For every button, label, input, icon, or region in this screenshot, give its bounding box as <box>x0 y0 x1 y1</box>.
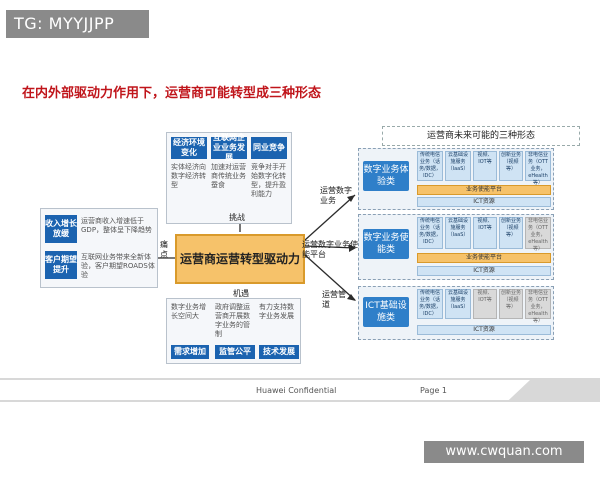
arrow-label-3: 运营管道 <box>322 290 346 309</box>
arrow-line-2 <box>304 245 356 249</box>
bar-ict-resource: ICT资源 <box>417 266 551 276</box>
challenge-text-2: 加速对运营商传统业务蚕食 <box>211 163 246 189</box>
cell-non-telecom: 非电信业务（OTT业务，eHealth等） <box>525 217 551 252</box>
group-infrastructure-label: ICT基础设施类 <box>363 297 409 327</box>
cell-innovation: 创新业务（视频等） <box>499 151 523 181</box>
pain-label: 痛点 <box>160 240 168 259</box>
arrow-label-1: 运营数字业务 <box>320 186 352 205</box>
cell-innovation: 创新业务（视频等） <box>499 289 523 319</box>
opportunity-text-2: 政府调整运营商开展数字业务的管制 <box>215 303 250 338</box>
core-driver: 运营商运营转型驱动力 <box>175 234 305 284</box>
bar-enable-platform: 业务使能平台 <box>417 185 551 195</box>
pain-tab-2: 客户期望提升 <box>45 251 77 279</box>
arrowhead-1 <box>347 195 355 202</box>
bar-enable-platform: 业务使能平台 <box>417 253 551 263</box>
tag-badge: TG: MYYJJPP <box>6 10 149 38</box>
arrow-label-2: 运营数字业务使能平台 <box>302 240 358 259</box>
opportunity-text-1: 数字业务增长空间大 <box>171 303 206 320</box>
challenge-box: 经济环境变化 互联网企业业务发展 同业竞争 实体经济向数字经济转型 加速对运营商… <box>166 132 292 224</box>
bar-ict-resource: ICT资源 <box>417 325 551 335</box>
cell-cloud: 云基础设施服务（IaaS） <box>445 289 471 319</box>
cell-telecom: 传统电信业务（话务/数据，IDC） <box>417 289 443 319</box>
arrowhead-3 <box>347 294 356 301</box>
arrow-line-3 <box>304 254 356 301</box>
challenge-label: 挑战 <box>229 213 245 222</box>
arrow-line-1 <box>304 194 356 241</box>
group-experience-label: 数字业务体验类 <box>363 161 409 191</box>
opportunity-label: 机遇 <box>233 289 249 298</box>
challenge-tab-3: 同业竞争 <box>251 137 287 159</box>
pain-tab-1: 收入增长放缓 <box>45 215 77 243</box>
arrowhead-2 <box>349 244 356 252</box>
pain-text-1: 运营商收入增速低于GDP，整体呈下降趋势 <box>81 217 153 234</box>
bar-ict-resource: ICT资源 <box>417 197 551 207</box>
challenge-text-3: 竞争对手开始数字化转型，提升盈利能力 <box>251 163 286 198</box>
opportunity-box: 数字业务增长空间大 政府调整运营商开展数字业务的管制 有力支持数字业务发展 需求… <box>166 298 301 364</box>
cell-innovation: 创新业务（视频等） <box>499 217 523 249</box>
cell-video-iot: 视频、IOT等 <box>473 289 497 319</box>
cell-telecom: 传统电信业务（话务/数据，IDC） <box>417 217 443 249</box>
opportunity-tab-1: 需求增加 <box>171 345 209 359</box>
footer-page: Page 1 <box>420 386 447 395</box>
pain-box: 收入增长放缓 客户期望提升 运营商收入增速低于GDP，整体呈下降趋势 互联网业务… <box>40 208 158 288</box>
opportunity-tab-3: 技术发展 <box>259 345 299 359</box>
challenge-text-1: 实体经济向数字经济转型 <box>171 163 206 189</box>
group-experience: 数字业务体验类 传统电信业务（话务/数据，IDC） 云基础设施服务（IaaS） … <box>358 148 554 210</box>
pain-text-2: 互联网业务带来全新体验，客户期望ROADS体验 <box>81 253 155 279</box>
group-enablement-label: 数字业务使能类 <box>363 229 409 259</box>
cell-telecom: 传统电信业务（话务/数据，IDC） <box>417 151 443 181</box>
right-header: 运营商未来可能的三种形态 <box>382 126 580 146</box>
opportunity-tab-2: 监管公平 <box>215 345 255 359</box>
watermark: www.cwquan.com <box>424 441 584 463</box>
challenge-tab-1: 经济环境变化 <box>171 137 207 159</box>
footer-white <box>0 380 530 400</box>
cell-non-telecom: 非电信业务（OTT业务，eHealth等） <box>525 151 551 186</box>
group-infrastructure: ICT基础设施类 传统电信业务（话务/数据，IDC） 云基础设施服务（IaaS）… <box>358 286 554 340</box>
cell-non-telecom: 非电信业务（OTT业务，eHealth等） <box>525 289 551 324</box>
footer-confidential: Huawei Confidential <box>256 386 337 395</box>
cell-cloud: 云基础设施服务（IaaS） <box>445 217 471 249</box>
group-enablement: 数字业务使能类 传统电信业务（话务/数据，IDC） 云基础设施服务（IaaS） … <box>358 214 554 280</box>
cell-cloud: 云基础设施服务（IaaS） <box>445 151 471 181</box>
cell-video-iot: 视频、IOT等 <box>473 217 497 249</box>
slide-title: 在内外部驱动力作用下，运营商可能转型成三种形态 <box>22 86 322 101</box>
opportunity-text-3: 有力支持数字业务发展 <box>259 303 294 320</box>
cell-video-iot: 视频、IOT等 <box>473 151 497 181</box>
challenge-tab-2: 互联网企业业务发展 <box>211 133 247 162</box>
